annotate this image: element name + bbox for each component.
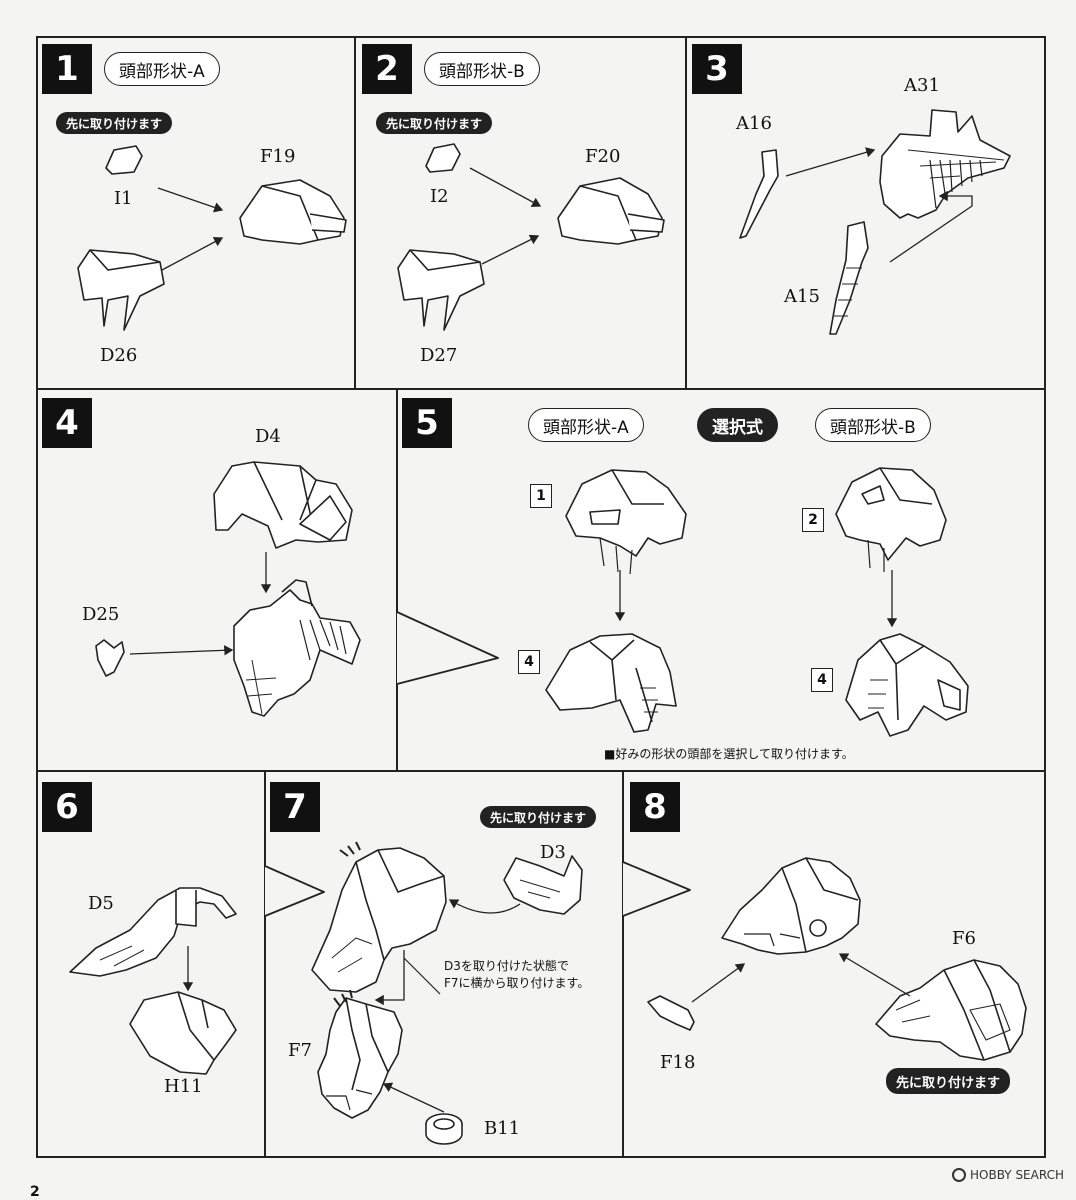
- part-f6-drawing: [875, 959, 1027, 1061]
- col-divider-4-5: [396, 388, 398, 770]
- step-7-attach-first-tag: 先に取り付けます: [480, 806, 597, 828]
- part-label-b11: B11: [484, 1118, 521, 1139]
- step-8-main-assembly-drawing: [721, 857, 861, 955]
- step-5-substep-a-bottom: 4: [518, 650, 540, 674]
- part-label-f20: F20: [585, 146, 621, 167]
- page-frame: [36, 36, 1046, 1158]
- part-label-d25: D25: [82, 604, 120, 625]
- step-5-substep-a-top: 1: [530, 484, 552, 508]
- step-4-assembly-drawing: [233, 589, 361, 717]
- step-5-note: ■好みの形状の頭部を選択して取り付けます。: [604, 747, 854, 761]
- step-7-note-line-1: D3を取り付けた状態で: [444, 959, 569, 973]
- part-a31-drawing: [879, 109, 1011, 219]
- part-d27-drawing: [397, 249, 485, 331]
- part-label-a16: A16: [736, 113, 772, 134]
- part-label-a31: A31: [904, 75, 940, 96]
- part-d25-drawing: [95, 639, 125, 677]
- step-5-assembly-a-drawing: [545, 633, 677, 733]
- step-5-option-a: 頭部形状-A: [528, 408, 644, 442]
- step-4-number: 4: [42, 398, 92, 448]
- part-d26-drawing: [77, 249, 165, 331]
- row-divider-2: [36, 770, 1046, 772]
- part-label-a15: A15: [784, 286, 820, 307]
- step-8-attach-first-tag: 先に取り付けます: [886, 1068, 1011, 1094]
- part-d5-drawing: [69, 887, 237, 977]
- part-label-d27: D27: [420, 345, 458, 366]
- page-number: 2: [30, 1184, 40, 1200]
- col-divider-2-3: [685, 36, 687, 388]
- step-7-note-line-2: F7に横から取り付けます。: [444, 976, 590, 990]
- step-5-option-b: 頭部形状-B: [815, 408, 931, 442]
- part-label-d26: D26: [100, 345, 138, 366]
- part-label-i1: I1: [114, 188, 133, 209]
- part-label-f7: F7: [288, 1040, 312, 1061]
- step-5-substep-b-bottom: 4: [811, 668, 833, 692]
- watermark-text: HOBBY SEARCH: [970, 1168, 1064, 1182]
- watermark-logo-icon: [952, 1168, 967, 1182]
- part-label-f18: F18: [660, 1052, 696, 1073]
- step-5-number: 5: [402, 398, 452, 448]
- step-2-number: 2: [362, 44, 412, 94]
- row-divider-1: [36, 388, 1046, 390]
- part-label-f6: F6: [952, 928, 976, 949]
- part-i1-drawing: [105, 145, 143, 175]
- part-label-d3: D3: [540, 842, 566, 863]
- step-5-head-a-drawing: [565, 469, 687, 557]
- step-2-title: 頭部形状-B: [424, 52, 540, 86]
- col-divider-1-2: [354, 36, 356, 388]
- part-label-d4: D4: [255, 426, 281, 447]
- watermark: HOBBY SEARCH: [952, 1168, 1064, 1182]
- part-label-f19: F19: [260, 146, 296, 167]
- step-5-assembly-b-drawing: [845, 633, 969, 737]
- step-6-number: 6: [42, 782, 92, 832]
- col-divider-6-7: [264, 770, 266, 1158]
- step-1-number: 1: [42, 44, 92, 94]
- step-2-attach-first-tag: 先に取り付けます: [376, 112, 493, 134]
- part-h11-drawing: [129, 991, 237, 1075]
- step-7-main-assembly-drawing: [311, 847, 447, 993]
- part-a16-drawing: [739, 149, 779, 239]
- part-label-i2: I2: [430, 186, 449, 207]
- part-f19-drawing: [239, 179, 345, 245]
- step-5-substep-b-top: 2: [802, 508, 824, 532]
- part-f18-drawing: [647, 995, 695, 1031]
- col-divider-7-8: [622, 770, 624, 1158]
- part-a15-drawing: [829, 221, 869, 335]
- step-7-number: 7: [270, 782, 320, 832]
- part-d3-drawing: [503, 855, 583, 915]
- part-i2-drawing: [425, 143, 461, 173]
- part-f20-drawing: [557, 177, 663, 245]
- step-1-title: 頭部形状-A: [104, 52, 220, 86]
- step-5-select-badge: 選択式: [697, 408, 778, 442]
- part-label-d5: D5: [88, 893, 114, 914]
- step-3-number: 3: [692, 44, 742, 94]
- part-label-h11: H11: [164, 1076, 203, 1097]
- step-1-attach-first-tag: 先に取り付けます: [56, 112, 173, 134]
- step-5-head-b-drawing: [835, 467, 947, 561]
- step-8-number: 8: [630, 782, 680, 832]
